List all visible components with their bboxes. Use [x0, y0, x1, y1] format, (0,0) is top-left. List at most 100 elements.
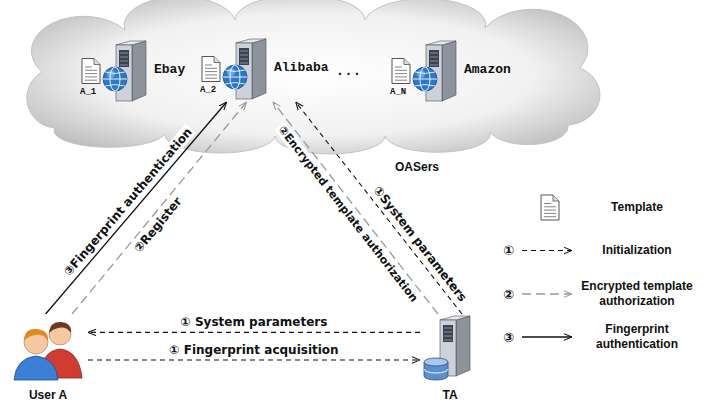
server-slot [444, 336, 452, 337]
node-name: User A [8, 388, 88, 402]
globe [223, 65, 247, 89]
server-node: EbayA_1 [80, 40, 190, 104]
legend-line-sample [522, 293, 572, 294]
server-icon [413, 41, 456, 101]
connector [46, 102, 227, 314]
text-line [85, 67, 92, 68]
server-slot [430, 57, 438, 58]
legend-entry: Template [578, 200, 696, 215]
legend-samples [522, 195, 572, 337]
globe [103, 67, 127, 91]
callout-number: ③ [503, 330, 514, 345]
text-line [205, 71, 217, 72]
text-line [395, 76, 407, 77]
connector-label: ① Fingerprint acquisition [167, 343, 340, 357]
authority-illustration [420, 314, 480, 384]
text-line [395, 67, 402, 68]
server-node: AlibabaA_2 [200, 38, 333, 102]
database-top [424, 358, 448, 366]
person-hair [49, 322, 71, 333]
server-panel [429, 50, 439, 67]
page [82, 59, 100, 84]
server-name: Alibaba [274, 60, 329, 75]
callout-number: ① [503, 243, 514, 258]
server-top [440, 316, 470, 320]
text-line [544, 203, 551, 204]
text-line [395, 80, 407, 81]
legend-template-sample [541, 195, 559, 220]
globe [413, 67, 437, 91]
text-line [205, 78, 217, 79]
group-label: OASers [395, 160, 439, 174]
server-slot [240, 59, 248, 60]
authority-node: TA [420, 314, 480, 406]
text-line [205, 68, 217, 69]
ellipsis: · · · [338, 66, 360, 82]
server-name: Ebay [154, 62, 185, 77]
page-fold [404, 59, 410, 65]
server-slot [430, 53, 438, 54]
legend-line-sample [522, 336, 572, 337]
server-node: AmazonA_N [390, 40, 515, 104]
cloud [27, 0, 600, 154]
page-fold [94, 59, 100, 65]
template-icon [541, 195, 559, 220]
text-line [85, 76, 97, 77]
page [541, 195, 559, 220]
person-hair [24, 329, 48, 341]
server-side [132, 41, 146, 101]
server-slot [240, 63, 248, 64]
globe-parallels [105, 72, 125, 86]
page [392, 59, 410, 84]
server-slot [444, 332, 452, 333]
text-line [395, 70, 407, 71]
connector [72, 102, 247, 314]
server-panel [119, 50, 129, 67]
text-line [85, 80, 97, 81]
server-side [442, 41, 456, 101]
server-top [236, 39, 266, 43]
server-top [426, 41, 456, 45]
server-slot [430, 61, 438, 62]
template-icon [392, 59, 410, 84]
text-line [395, 73, 407, 74]
server-slot [120, 57, 128, 58]
server-slot [240, 55, 248, 56]
page-fold [553, 195, 559, 201]
server-icon [223, 39, 266, 99]
text-line [205, 65, 212, 66]
server-slot [120, 61, 128, 62]
connector-label: ②Register [130, 193, 186, 257]
server-slot [444, 328, 452, 329]
database-ring [424, 369, 448, 373]
template-icon [82, 59, 100, 84]
connector-label: ① System parameters [179, 315, 330, 329]
connector [88, 332, 420, 333]
user-illustration [8, 316, 88, 382]
server-slot [444, 340, 452, 341]
connector [296, 102, 462, 314]
globe-parallels [415, 72, 435, 86]
template-label: A_1 [80, 87, 96, 97]
callout-number: ② [503, 287, 514, 302]
text-line [544, 213, 556, 214]
legend-entry: Fingerprint authentication [578, 322, 696, 352]
person-body [14, 356, 58, 380]
server-slot [120, 53, 128, 54]
database-icon [424, 358, 448, 380]
node-name: TA [420, 388, 480, 402]
template-label: A_2 [200, 85, 216, 95]
server-name: Amazon [464, 62, 511, 77]
connectors [46, 102, 462, 360]
legend-text: Initialization [602, 243, 671, 257]
text-line [544, 216, 556, 217]
server-side [456, 316, 470, 376]
text-line [85, 70, 97, 71]
legend-entry: Initialization [578, 243, 696, 258]
server-side [252, 39, 266, 99]
server-slot [430, 65, 438, 66]
page [202, 57, 220, 82]
legend-entry: Encrypted template authorization [578, 279, 696, 309]
connector [273, 102, 438, 314]
